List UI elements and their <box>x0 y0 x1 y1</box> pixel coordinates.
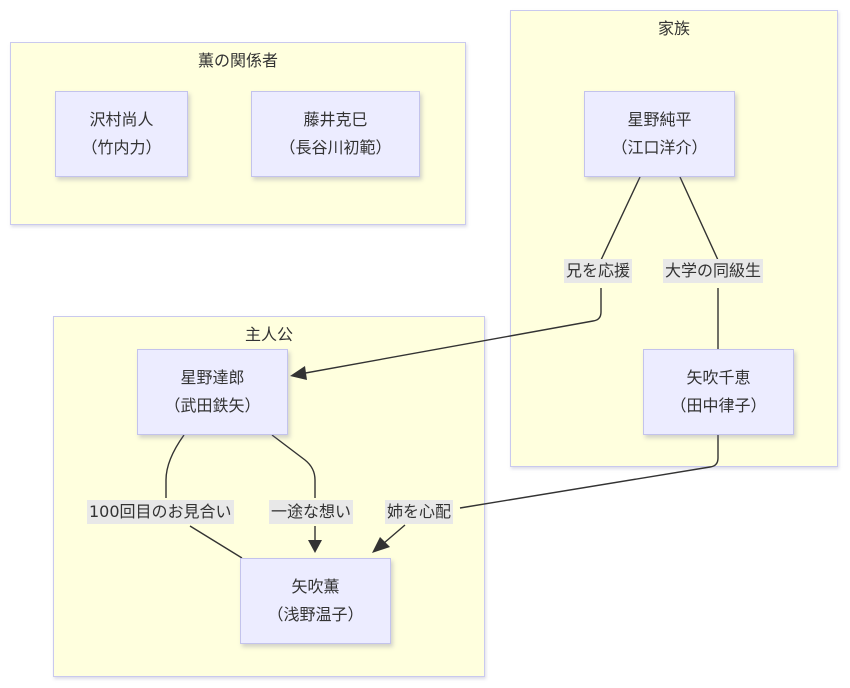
edge-label-worried-sister: 姉を心配 <box>385 500 454 524</box>
character-name: 藤井克巳 <box>303 110 368 129</box>
actor-name: （田中律子） <box>670 396 767 415</box>
edge-label-devotion: 一途な想い <box>269 500 354 524</box>
node-tatsuro[interactable]: 星野達郎 （武田鉄矢） <box>137 349 288 435</box>
character-name: 矢吹薫 <box>291 577 340 596</box>
character-name: 矢吹千恵 <box>686 368 751 387</box>
node-fujii[interactable]: 藤井克巳 （長谷川初範） <box>251 91 420 177</box>
actor-name: （江口洋介） <box>611 138 708 157</box>
character-name: 沢村尚人 <box>89 110 154 129</box>
edge-label-support-brother: 兄を応援 <box>564 259 633 283</box>
cluster-title: 薫の関係者 <box>197 51 278 70</box>
node-chie[interactable]: 矢吹千恵 （田中律子） <box>643 349 794 435</box>
actor-name: （長谷川初範） <box>279 138 392 157</box>
cluster-title: 主人公 <box>244 325 293 344</box>
node-kaoru[interactable]: 矢吹薫 （浅野温子） <box>240 558 391 644</box>
node-junpei[interactable]: 星野純平 （江口洋介） <box>584 91 735 177</box>
edge-label-100th-omiai: 100回目のお見合い <box>87 500 234 524</box>
node-sawamura[interactable]: 沢村尚人 （竹内力） <box>55 91 188 177</box>
cluster-title: 家族 <box>657 19 690 38</box>
edge-label-classmate: 大学の同級生 <box>663 259 764 283</box>
actor-name: （武田鉄矢） <box>164 396 261 415</box>
actor-name: （浅野温子） <box>267 605 364 624</box>
character-name: 星野達郎 <box>180 368 245 387</box>
character-name: 星野純平 <box>627 110 692 129</box>
actor-name: （竹内力） <box>81 138 162 157</box>
